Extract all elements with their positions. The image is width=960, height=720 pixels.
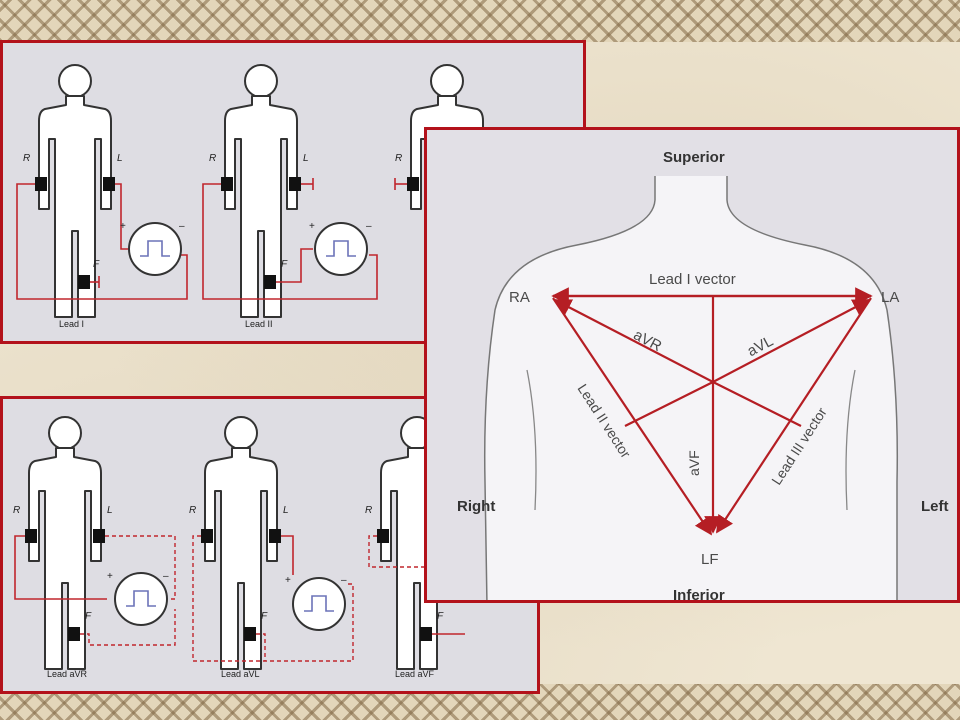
right-arm-electrode bbox=[407, 177, 419, 191]
minus-sign: – bbox=[163, 571, 169, 582]
ra-label: RA bbox=[509, 289, 530, 306]
lead-ii-figure: R L F + – Lead II bbox=[202, 64, 378, 329]
galvanometer-icon bbox=[114, 572, 168, 626]
avf-label: aVF bbox=[686, 450, 702, 476]
plus-sign: + bbox=[120, 221, 126, 232]
left-arm-label: L bbox=[117, 153, 123, 164]
right-arm-electrode bbox=[35, 177, 47, 191]
galvanometer-icon bbox=[292, 577, 346, 631]
lead-caption: Lead aVF bbox=[395, 669, 435, 679]
decorative-border-top bbox=[0, 0, 960, 42]
lead-ii-arrow bbox=[552, 297, 712, 536]
left-leg-electrode bbox=[420, 627, 432, 641]
superior-label: Superior bbox=[663, 149, 725, 166]
plus-sign: + bbox=[107, 571, 113, 582]
foot-label: F bbox=[437, 611, 444, 622]
lead-avr-figure: R L F + – Lead aVR bbox=[13, 416, 176, 679]
lead-caption: Lead I bbox=[59, 319, 84, 329]
triangle-vectors bbox=[551, 287, 873, 536]
right-arm-label: R bbox=[189, 505, 196, 516]
la-label: LA bbox=[881, 289, 899, 306]
right-arm-electrode bbox=[25, 529, 37, 543]
right-arm-label: R bbox=[209, 153, 216, 164]
lead-i-figure: R L F + – Lead I bbox=[16, 64, 188, 329]
plus-sign: + bbox=[285, 575, 291, 586]
left-leg-electrode bbox=[78, 275, 90, 289]
left-arm-label: L bbox=[283, 505, 289, 516]
lf-label: LF bbox=[701, 551, 719, 568]
lead-i-label: Lead I vector bbox=[649, 271, 736, 288]
lead-caption: Lead II bbox=[245, 319, 273, 329]
minus-sign: – bbox=[366, 221, 372, 232]
left-leg-electrode bbox=[68, 627, 80, 641]
right-arm-label: R bbox=[13, 505, 20, 516]
right-arm-label: R bbox=[395, 153, 402, 164]
lead-caption: Lead aVL bbox=[221, 669, 260, 679]
left-leg-electrode bbox=[244, 627, 256, 641]
lead-iii-figure: R bbox=[394, 64, 484, 318]
foot-label: F bbox=[281, 259, 288, 270]
foot-label: F bbox=[93, 259, 100, 270]
plus-sign: + bbox=[309, 221, 315, 232]
avr-arrow bbox=[553, 299, 714, 383]
lead-iii-arrow bbox=[716, 297, 872, 534]
right-arm-electrode bbox=[221, 177, 233, 191]
left-leg-electrode bbox=[264, 275, 276, 289]
left-arm-electrode bbox=[93, 529, 105, 543]
right-arm-label: R bbox=[23, 153, 30, 164]
left-arm-electrode bbox=[269, 529, 281, 543]
right-label: Right bbox=[457, 498, 495, 515]
galvanometer-icon bbox=[128, 222, 182, 276]
inferior-label: Inferior bbox=[673, 587, 725, 603]
galvanometer-icon bbox=[314, 222, 368, 276]
minus-sign: – bbox=[179, 221, 185, 232]
foot-label: F bbox=[85, 611, 92, 622]
right-arm-label: R bbox=[365, 505, 372, 516]
right-arm-electrode bbox=[201, 529, 213, 543]
einthoven-triangle-panel: Superior Inferior Right Left RA LA LF Le… bbox=[424, 127, 960, 603]
left-arm-electrode bbox=[289, 177, 301, 191]
minus-sign: – bbox=[341, 575, 347, 586]
left-label: Left bbox=[921, 498, 949, 515]
left-arm-label: L bbox=[303, 153, 309, 164]
lead-caption: Lead aVR bbox=[47, 669, 88, 679]
lead-avl-figure: R L F + – Lead aVL bbox=[189, 416, 354, 679]
right-arm-electrode bbox=[377, 529, 389, 543]
avl-arrow bbox=[712, 299, 871, 383]
left-arm-label: L bbox=[107, 505, 113, 516]
foot-label: F bbox=[261, 611, 268, 622]
left-arm-electrode bbox=[103, 177, 115, 191]
torso-outline bbox=[483, 176, 899, 600]
